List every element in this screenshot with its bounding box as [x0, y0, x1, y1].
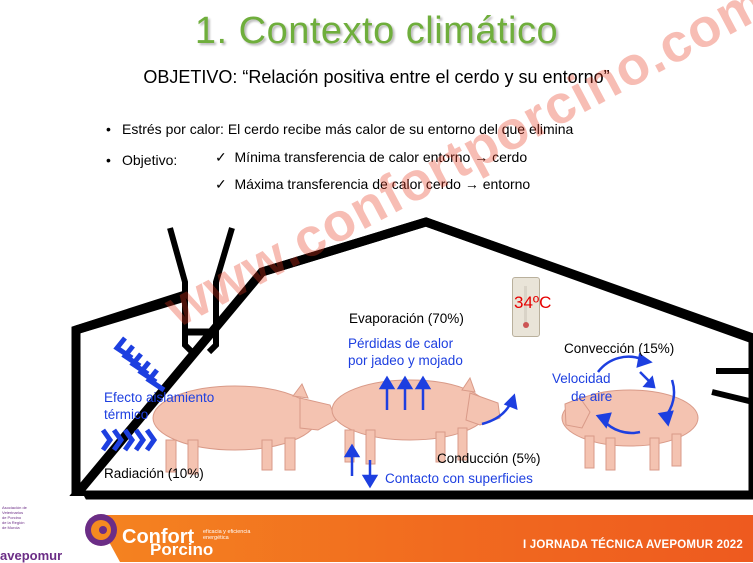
association-line: de Porcino: [2, 515, 22, 520]
association-text: Asociación de Veterinarios de Porcino de…: [2, 505, 27, 530]
insulation-label-line2: térmico: [104, 407, 149, 422]
bullet-mark: •: [106, 152, 111, 168]
fan-icon: [711, 368, 753, 405]
air-speed-label-line2: de aire: [571, 389, 613, 404]
insulation-label-line1: Efecto aislamiento: [104, 390, 215, 405]
heat-loss-label-line2: por jadeo y mojado: [348, 353, 463, 368]
brand-tagline: eficacia y eficiencia energética: [203, 529, 250, 541]
footer-bar: [0, 515, 753, 562]
slide-title: 1. Contexto climático: [194, 10, 559, 52]
radiation-chevrons-icon: [100, 428, 158, 452]
radiation-label: Radiación (10%): [104, 466, 204, 481]
pig-right-image: [561, 389, 699, 471]
bullet-mark: •: [106, 121, 111, 137]
association-line: Veterinarios: [2, 510, 24, 515]
association-line: Asociación de: [2, 505, 27, 510]
bullet-objective-label: Objetivo:: [122, 152, 178, 168]
air-speed-label-line1: Velocidad: [552, 371, 611, 386]
brand-confort: Confort: [122, 526, 195, 548]
convection-label: Convección (15%): [564, 341, 675, 356]
radiation-waves-icon: [113, 336, 166, 393]
bullet-heat-stress-text: Estrés por calor: El cerdo recibe más ca…: [122, 121, 574, 137]
conduction-label: Conducción (5%): [437, 451, 541, 466]
objective-check-2-text: Máxima transferencia de calor cerdo → en…: [234, 176, 531, 192]
exhale-arrow-icon: [481, 393, 518, 426]
spiral-logo-icon: [85, 514, 117, 546]
bullet-heat-stress: • Estrés por calor: El cerdo recibe más c…: [106, 121, 573, 137]
contact-surfaces-label: Contacto con superficies: [385, 471, 533, 486]
association-line: de Murcia: [2, 525, 20, 530]
pig-left-image: [152, 383, 337, 475]
check-icon: ✓: [215, 149, 227, 165]
evaporation-arrows-icon: [378, 375, 432, 410]
barn-roof-right: [260, 217, 752, 343]
temperature-readout: 34ºC: [514, 293, 552, 312]
thermometer-icon: [512, 277, 540, 337]
objective-check-1: ✓ Mínima transferencia de calor entorno …: [215, 149, 527, 166]
heat-loss-label-line1: Pérdidas de calor: [348, 336, 454, 351]
barn-roof-left: [74, 292, 187, 335]
event-title: I JORNADA TÉCNICA AVEPOMUR 2022: [522, 539, 743, 551]
pig-center-image: [331, 376, 501, 465]
avepomur-logo: avepomur: [0, 548, 63, 563]
chimney-icon: [167, 227, 235, 355]
objective-text: OBJETIVO: “Relación positiva entre el ce…: [143, 67, 610, 87]
association-line: de la Región: [2, 520, 25, 525]
objective-check-2: ✓ Máxima transferencia de calor cerdo → …: [215, 176, 530, 193]
brand-tagline-line2: energética: [203, 535, 229, 541]
brand-porcino: Porcino: [150, 540, 214, 559]
objective-check-1-text: Mínima transferencia de calor entorno → …: [234, 149, 528, 165]
convection-cycle-icon: [595, 352, 676, 435]
brand-tagline-line1: eficacia y eficiencia: [203, 529, 251, 535]
conduction-arrows-icon: [343, 443, 379, 489]
bullet-objective: • Objetivo:: [106, 152, 177, 168]
evaporation-label: Evaporación (70%): [349, 311, 464, 326]
check-icon: ✓: [215, 176, 227, 192]
